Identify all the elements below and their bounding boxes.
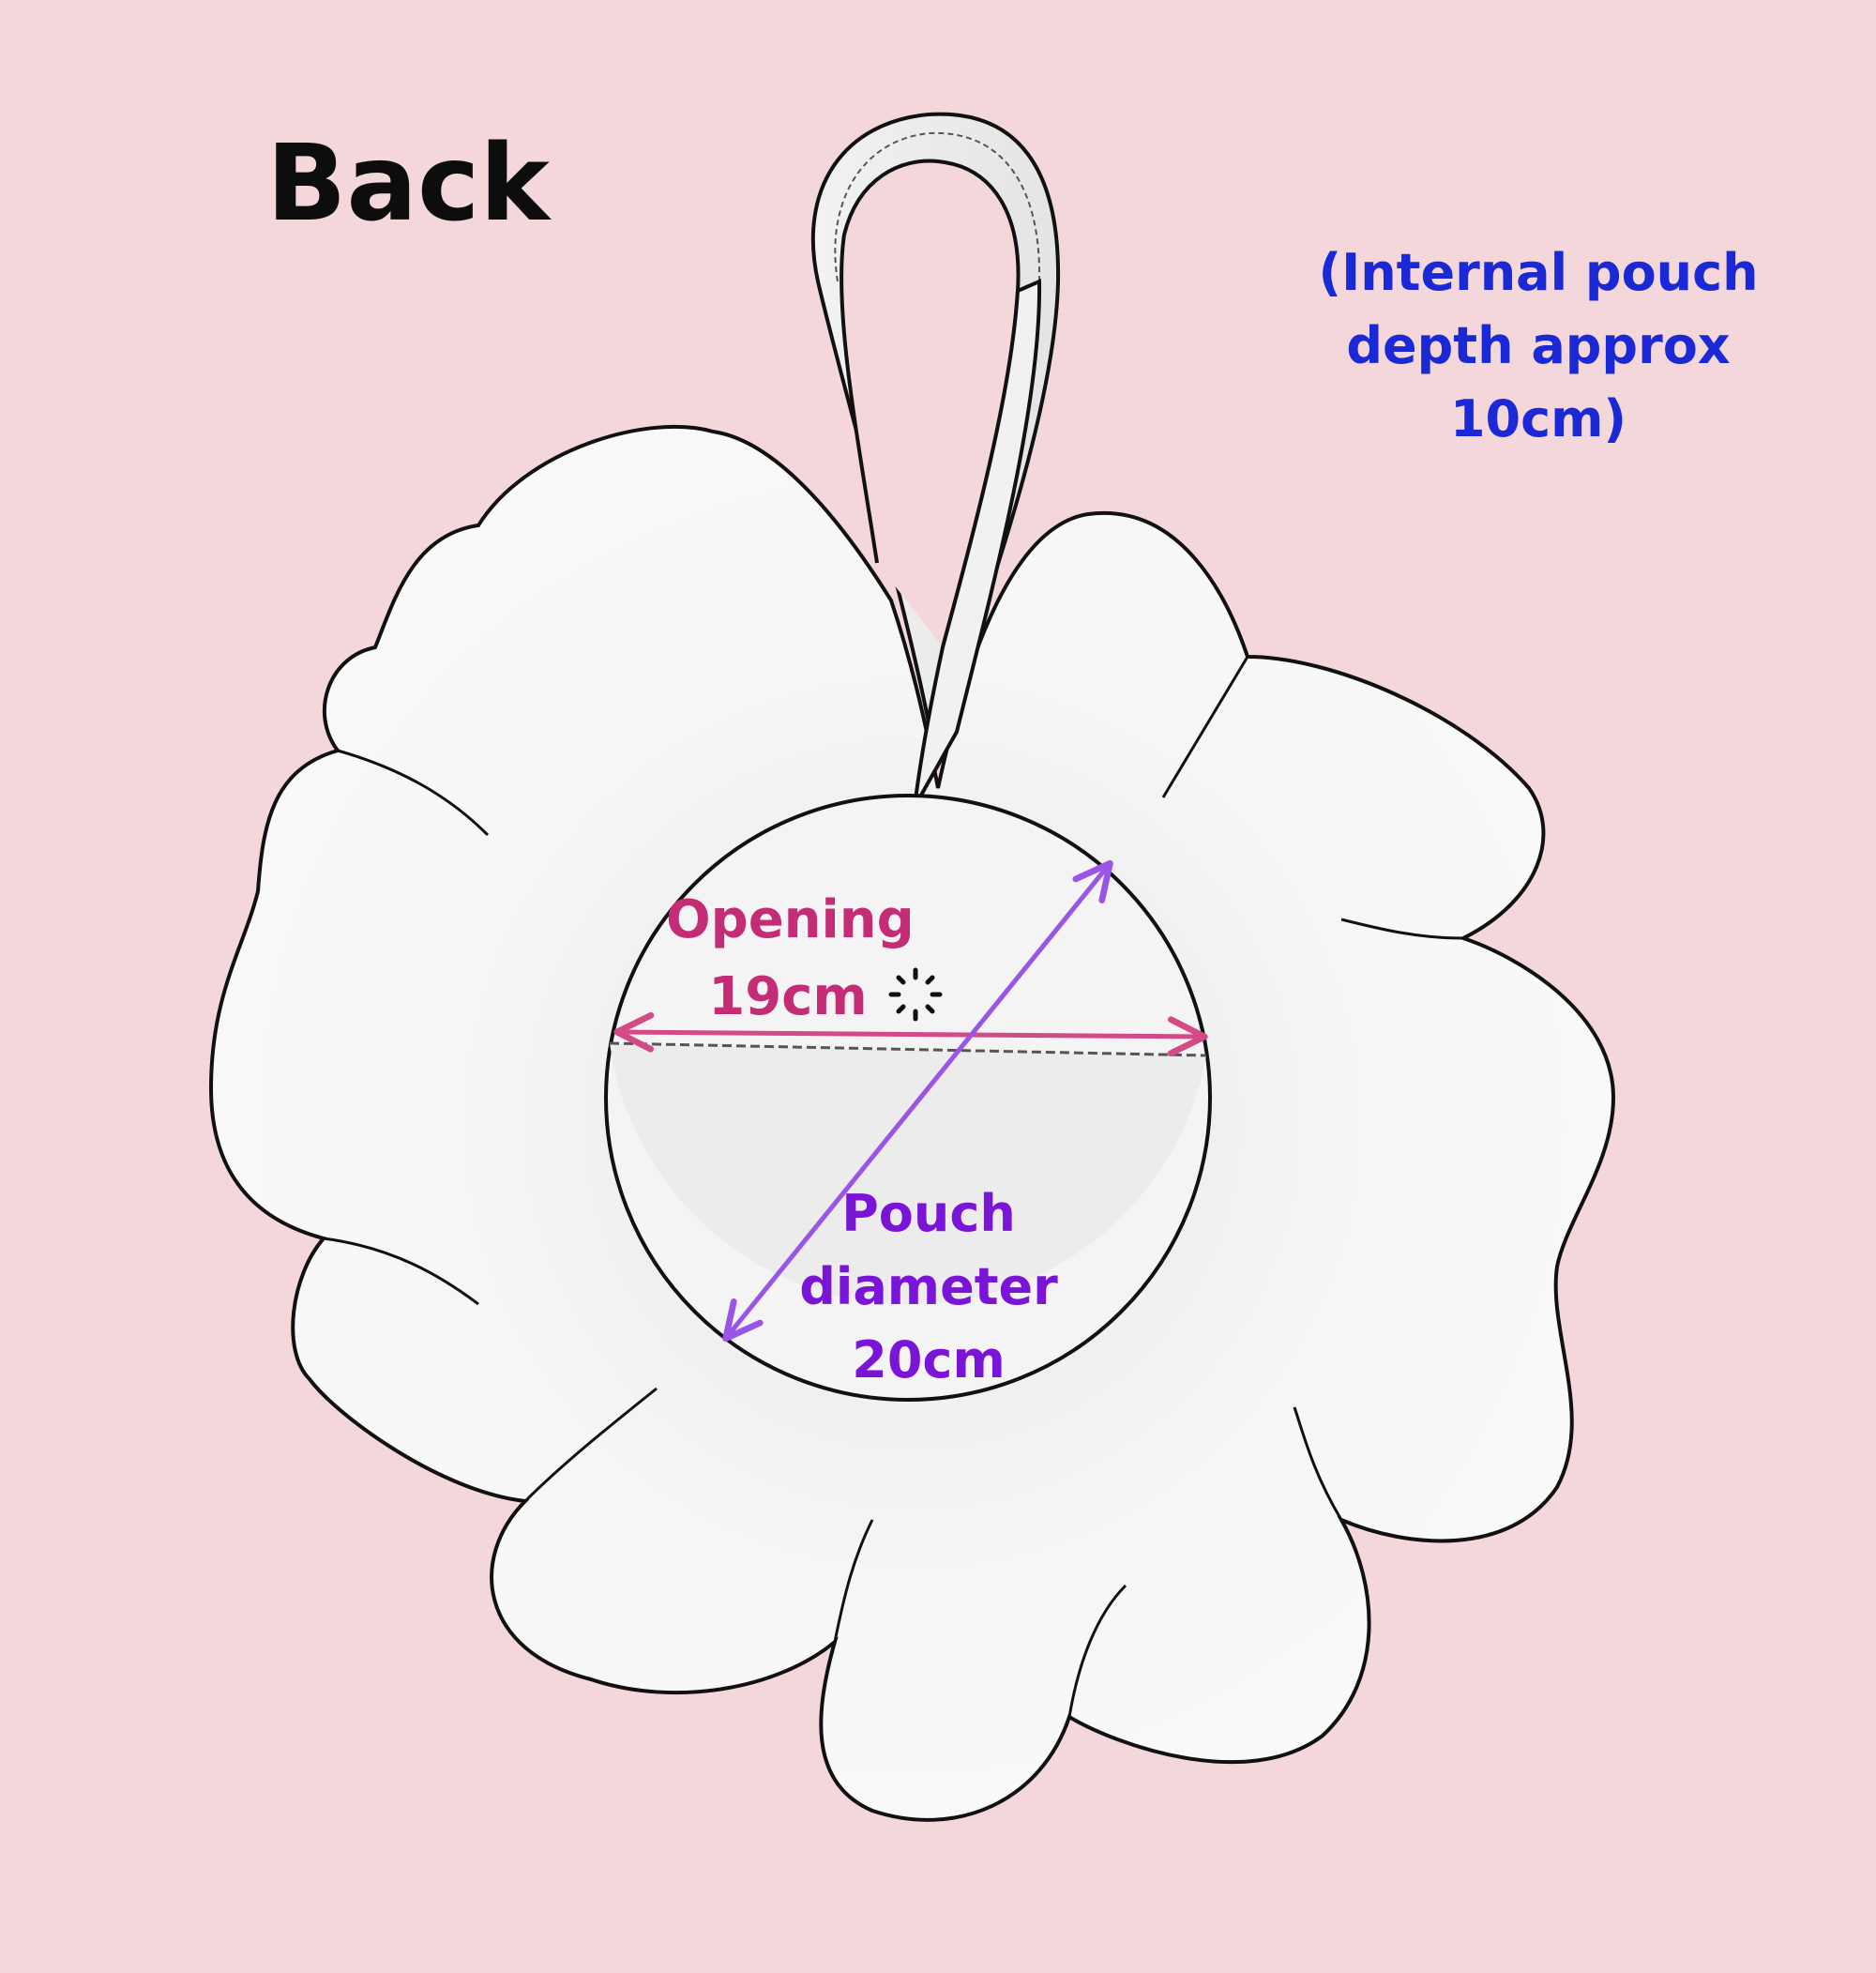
diameter-label-line-2: diameter [799, 1257, 1058, 1316]
opening-label-line-1: Opening [666, 889, 915, 950]
strap-front [913, 278, 1042, 808]
diameter-label-line-1: Pouch [841, 1184, 1016, 1243]
pouch-depth-note: (Internal pouch depth approx 10cm) [1304, 236, 1773, 456]
pouch-diameter-label: Pouch diameter 20cm [788, 1177, 1069, 1397]
fabric-creases [323, 656, 1464, 1718]
diameter-label-line-3: 20cm [852, 1330, 1006, 1389]
depth-note-line-2: depth approx [1346, 316, 1731, 375]
opening-label-line-2: 19cm [708, 966, 868, 1027]
opening-label: Opening 19cm [666, 882, 915, 1036]
depth-note-line-1: (Internal pouch [1318, 243, 1759, 302]
view-title: Back [266, 123, 550, 245]
diameter-arrow [722, 859, 1113, 1343]
depth-note-line-3: 10cm) [1449, 389, 1627, 448]
